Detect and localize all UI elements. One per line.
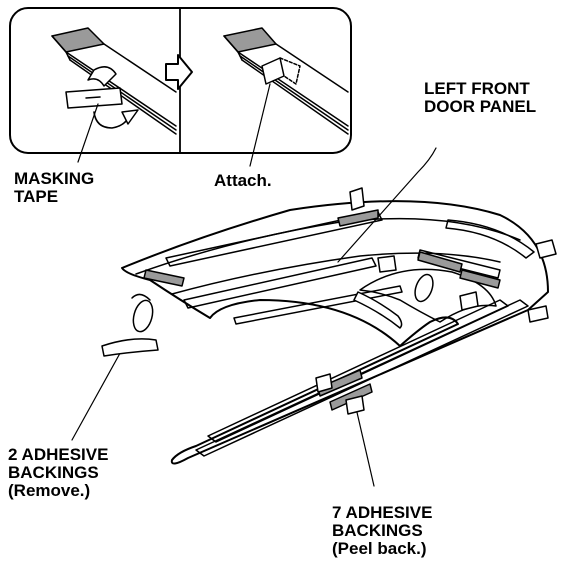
- inset-detail: [9, 7, 352, 154]
- attached-tape: [261, 57, 285, 85]
- adhesive-tapes: [143, 209, 501, 411]
- tape-seg-1: [143, 269, 185, 287]
- label-attach: Attach.: [214, 172, 272, 190]
- leader-attach: [249, 83, 271, 167]
- label-left-front-door-panel: LEFT FRONT DOOR PANEL: [424, 80, 536, 116]
- leader-door-panel: [337, 147, 437, 263]
- leader-7-backings: [355, 407, 375, 487]
- leader-lines: [71, 83, 437, 487]
- leader-2-backings: [71, 345, 125, 441]
- trim-strip-left: [65, 43, 177, 135]
- arrow-right-icon: [165, 54, 193, 90]
- label-attach-text: Attach.: [214, 171, 272, 190]
- label-7ab-line-3: (Peel back.): [332, 539, 427, 558]
- clip-left-lip: [131, 293, 151, 301]
- trim-slot-middle: [183, 257, 377, 309]
- peel-tab-1: [349, 187, 365, 211]
- peel-tabs: [315, 187, 557, 415]
- clip-left: [132, 299, 154, 333]
- inset-left-panel: [51, 27, 177, 135]
- door-panel-inner-edge-2: [171, 252, 501, 295]
- label-door-line-1: LEFT FRONT: [424, 79, 530, 98]
- trim-slot-lower-2: [207, 299, 509, 443]
- trim-strip-right-edge: [223, 35, 243, 61]
- label-door-line-2: DOOR PANEL: [424, 97, 537, 116]
- trim-slot-upper-1: [165, 211, 383, 267]
- leader-masking-tape: [77, 103, 99, 163]
- inset-right-panel: [223, 27, 349, 135]
- curved-arrow-icon: [93, 111, 129, 129]
- backing-removed-2: [353, 291, 403, 329]
- trim-strip-left-edge: [51, 35, 71, 61]
- door-panel-outline: [121, 200, 549, 465]
- attached-tape-fold: [279, 57, 301, 85]
- tape-seg-4: [459, 269, 501, 289]
- door-panel: [101, 187, 557, 465]
- masking-tape-mark: [85, 96, 101, 99]
- backing-removed-1: [101, 338, 159, 357]
- trim-strip-right: [237, 43, 349, 135]
- label-7ab-line-2: BACKINGS: [332, 521, 423, 540]
- tape-strip-right: [223, 27, 277, 53]
- tape-seg-2: [337, 209, 379, 227]
- peel-tab-7: [345, 395, 365, 415]
- trim-slot-upper-2: [445, 219, 535, 259]
- peel-tab-6: [315, 373, 333, 393]
- label-2ab-line-2: BACKINGS: [8, 463, 99, 482]
- peel-tab-5: [527, 305, 549, 323]
- tape-strip-left: [51, 27, 105, 53]
- peel-tab-4: [459, 291, 479, 311]
- masking-tape-piece: [87, 66, 117, 87]
- label-2ab-line-3: (Remove.): [8, 481, 91, 500]
- peel-tab-3: [377, 255, 397, 273]
- label-masking-tape: MASKING TAPE: [14, 170, 94, 206]
- tape-seg-3: [417, 251, 463, 273]
- label-masking-line-2: TAPE: [14, 187, 59, 206]
- peel-tab-2: [535, 239, 557, 259]
- trim-slot-center: [233, 285, 403, 325]
- label-2-adhesive-backings: 2 ADHESIVE BACKINGS (Remove.): [8, 446, 108, 500]
- label-2ab-line-1: 2 ADHESIVE: [8, 445, 109, 464]
- door-panel-inner-edge: [135, 217, 521, 275]
- curved-arrow-head: [121, 109, 139, 125]
- label-7ab-line-1: 7 ADHESIVE: [332, 503, 433, 522]
- clip-right: [414, 273, 434, 303]
- tape-seg-6: [329, 383, 373, 411]
- label-7-adhesive-backings: 7 ADHESIVE BACKINGS (Peel back.): [332, 504, 432, 558]
- label-masking-line-1: MASKING: [14, 169, 95, 188]
